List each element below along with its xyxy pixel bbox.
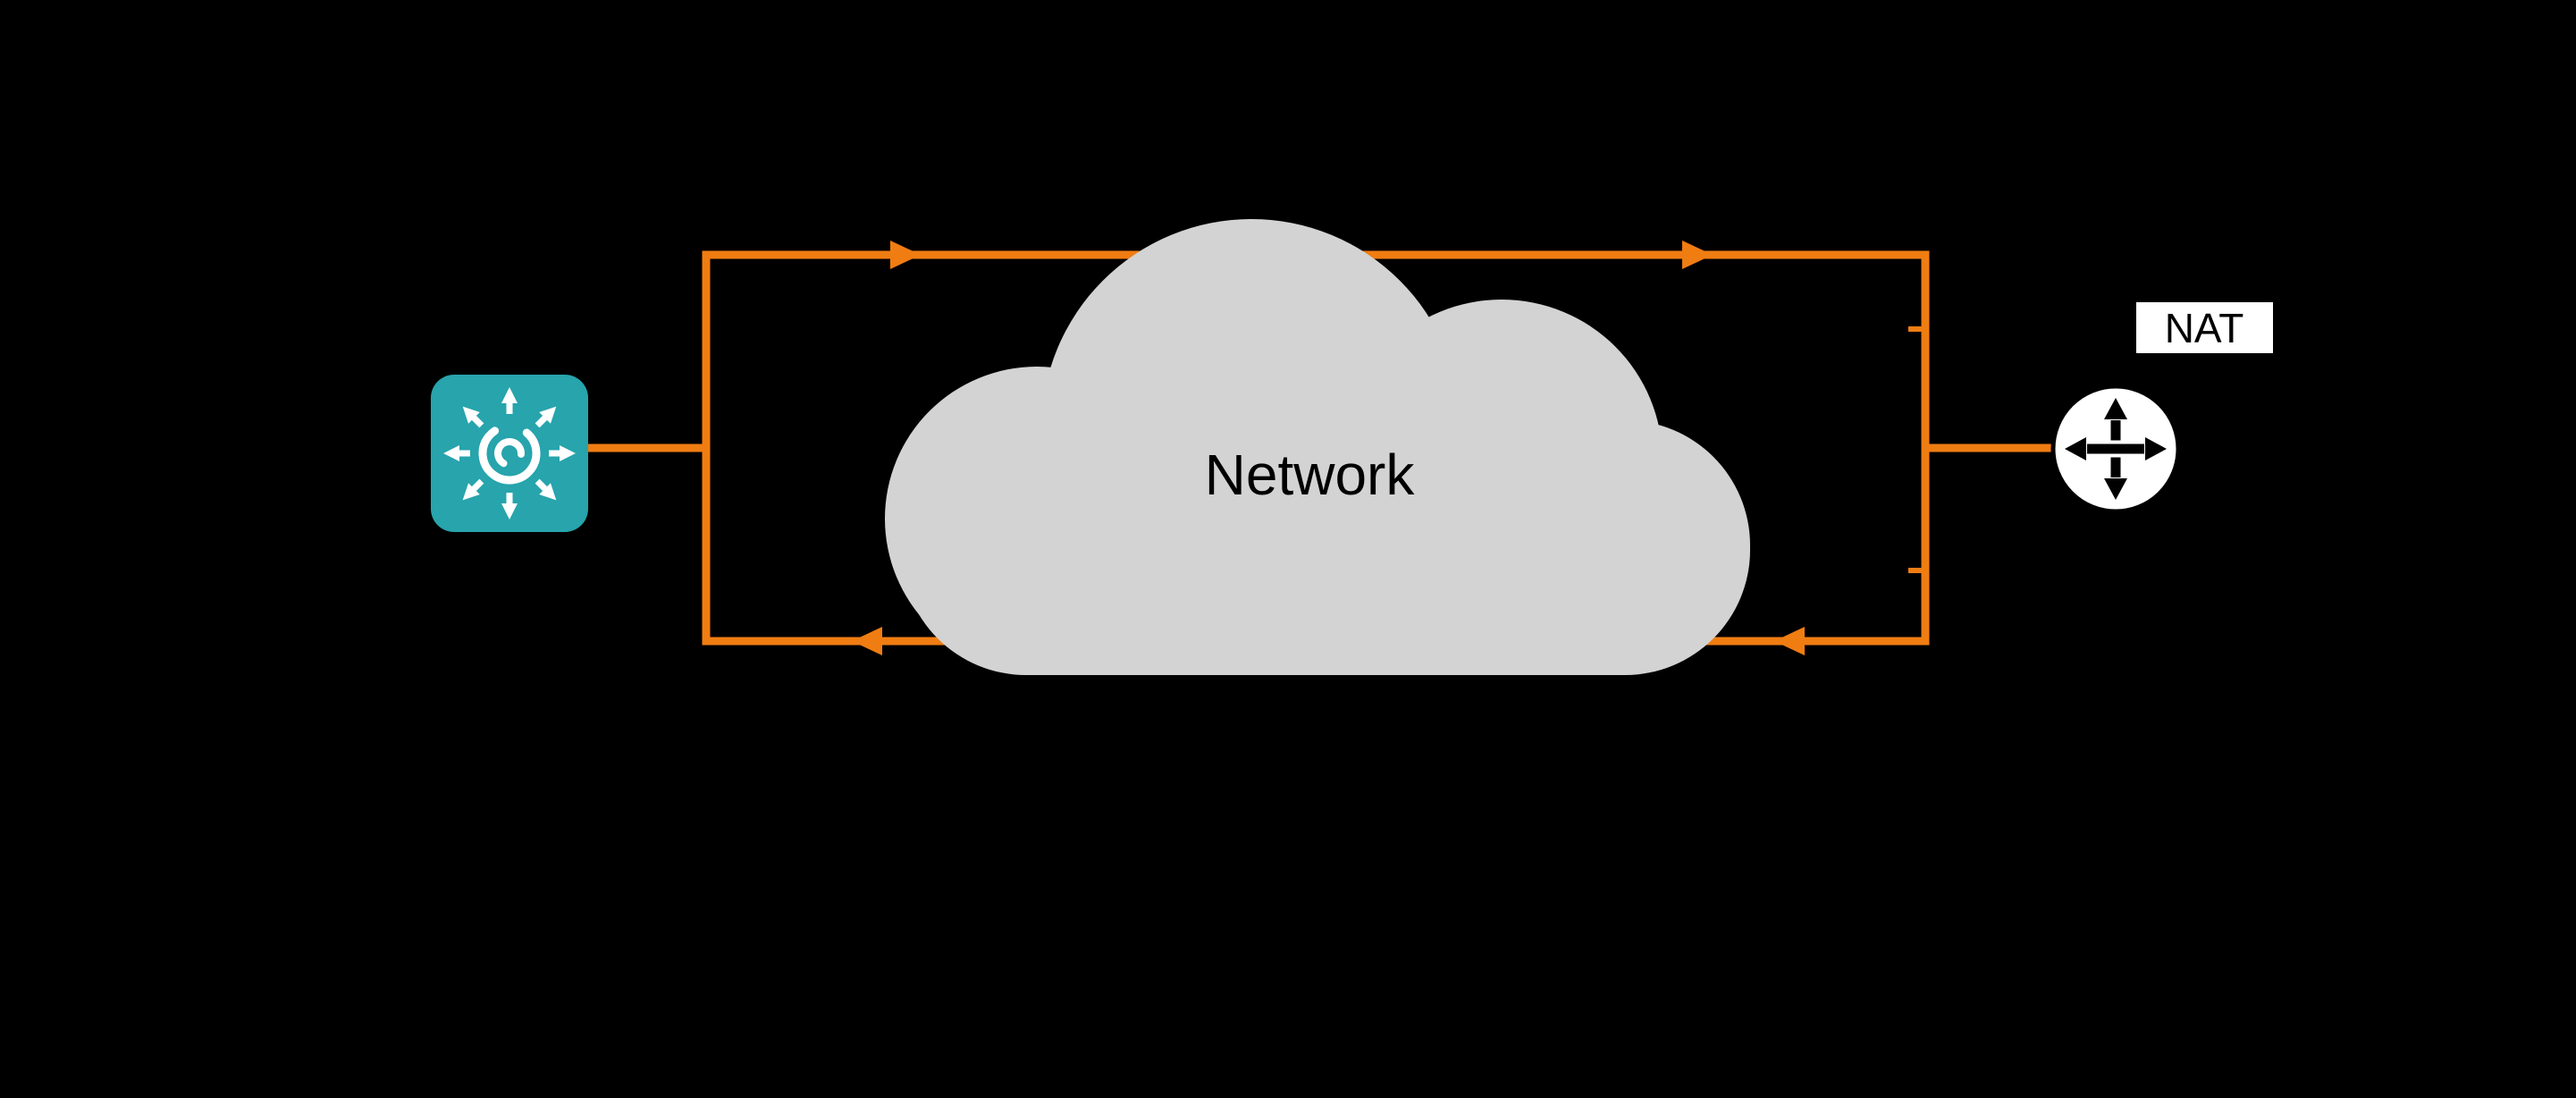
flow-arrow-top-right-right (1682, 241, 1713, 269)
network-cloud: Network (885, 219, 1750, 675)
flow-arrow-bottom-right-left (1774, 627, 1805, 655)
flow-loop-line (702, 250, 1930, 646)
network-cloud-label: Network (1205, 443, 1416, 507)
nat-label-group: NAT (2136, 302, 2273, 353)
nat-label: NAT (2165, 305, 2244, 351)
router-icon (2050, 384, 2181, 514)
sdwan-gateway-icon (431, 375, 588, 532)
flow-arrow-bottom-left-left (852, 627, 882, 655)
nat-label-bg (2136, 302, 2273, 353)
flow-arrow-top-left-right (890, 241, 921, 269)
